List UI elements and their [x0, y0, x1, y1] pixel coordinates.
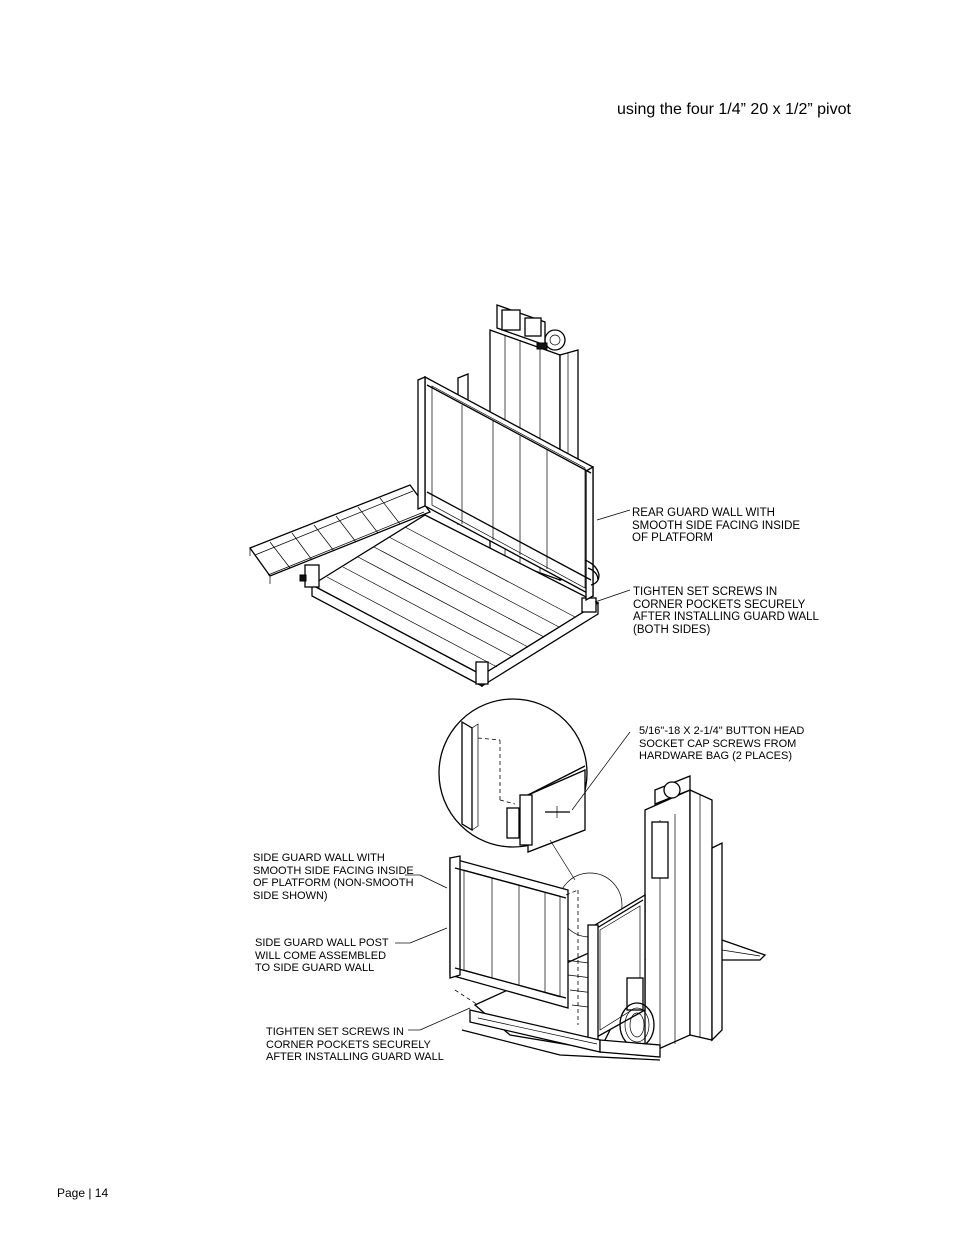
callout-tighten-set-screws-both-sides: TIGHTEN SET SCREWS IN CORNER POCKETS SEC…	[633, 586, 819, 636]
callout-button-head-screws: 5/16"-18 X 2-1/4" BUTTON HEAD SOCKET CAP…	[639, 725, 805, 762]
callout-side-guard-wall: SIDE GUARD WALL WITH SMOOTH SIDE FACING …	[253, 852, 414, 902]
deck-slats	[326, 526, 576, 668]
callout-tighten-set-screws: TIGHTEN SET SCREWS IN CORNER POCKETS SEC…	[266, 1026, 444, 1063]
body-text-fragment: using the four 1/4” 20 x 1/2” pivot	[617, 101, 851, 118]
callout-side-guard-wall-post: SIDE GUARD WALL POST WILL COME ASSEMBLED…	[255, 937, 389, 974]
bottom-lift-assembly	[395, 698, 767, 1061]
ramp-slats	[269, 497, 401, 569]
page-number: Page | 14	[57, 1186, 109, 1200]
top-lift-assembly	[248, 304, 631, 688]
callout-rear-guard-wall: REAR GUARD WALL WITH SMOOTH SIDE FACING …	[632, 507, 801, 544]
